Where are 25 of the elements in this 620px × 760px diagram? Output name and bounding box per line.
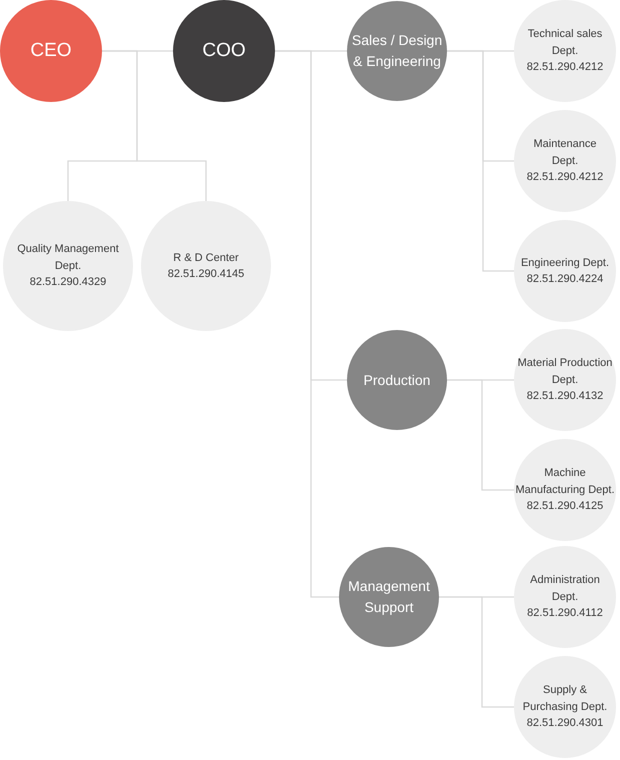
phone-number: 82.51.290.4212 (526, 60, 604, 76)
phone-number: 82.51.290.4132 (526, 389, 604, 404)
unit-name: Technical sales Dept. (526, 27, 604, 59)
unit-name: CEO (30, 38, 72, 63)
phone-number: 82.51.290.4224 (526, 272, 604, 287)
unit-name: Supply & Purchasing Dept. (522, 683, 608, 715)
unit-name: Management Support (347, 577, 431, 617)
connector-line (447, 379, 514, 491)
phone-number: 82.51.290.4125 (526, 499, 604, 514)
unit-name: Sales / Design & Engineering (350, 31, 444, 71)
unit-name: Machine Manufacturing Dept. (514, 466, 616, 498)
unit-name: Quality Management Dept. (16, 242, 120, 274)
unit-name: Administration Dept. (529, 573, 601, 605)
phone-number: 82.51.290.4145 (168, 267, 244, 282)
unit-name: Maintenance Dept. (532, 137, 598, 169)
unit-name: Engineering Dept. (520, 256, 610, 270)
connector-line (439, 596, 514, 708)
phone-number: 82.51.290.4112 (527, 606, 603, 622)
phone-number: 82.51.290.4301 (526, 716, 604, 732)
unit-name: R & D Center (173, 250, 239, 266)
phone-number: 82.51.290.4212 (526, 170, 604, 186)
unit-name: Production (364, 370, 430, 390)
unit-name: COO (202, 38, 246, 63)
unit-name: Material Production Dept. (516, 356, 614, 388)
phone-number: 82.51.290.4329 (30, 275, 106, 290)
